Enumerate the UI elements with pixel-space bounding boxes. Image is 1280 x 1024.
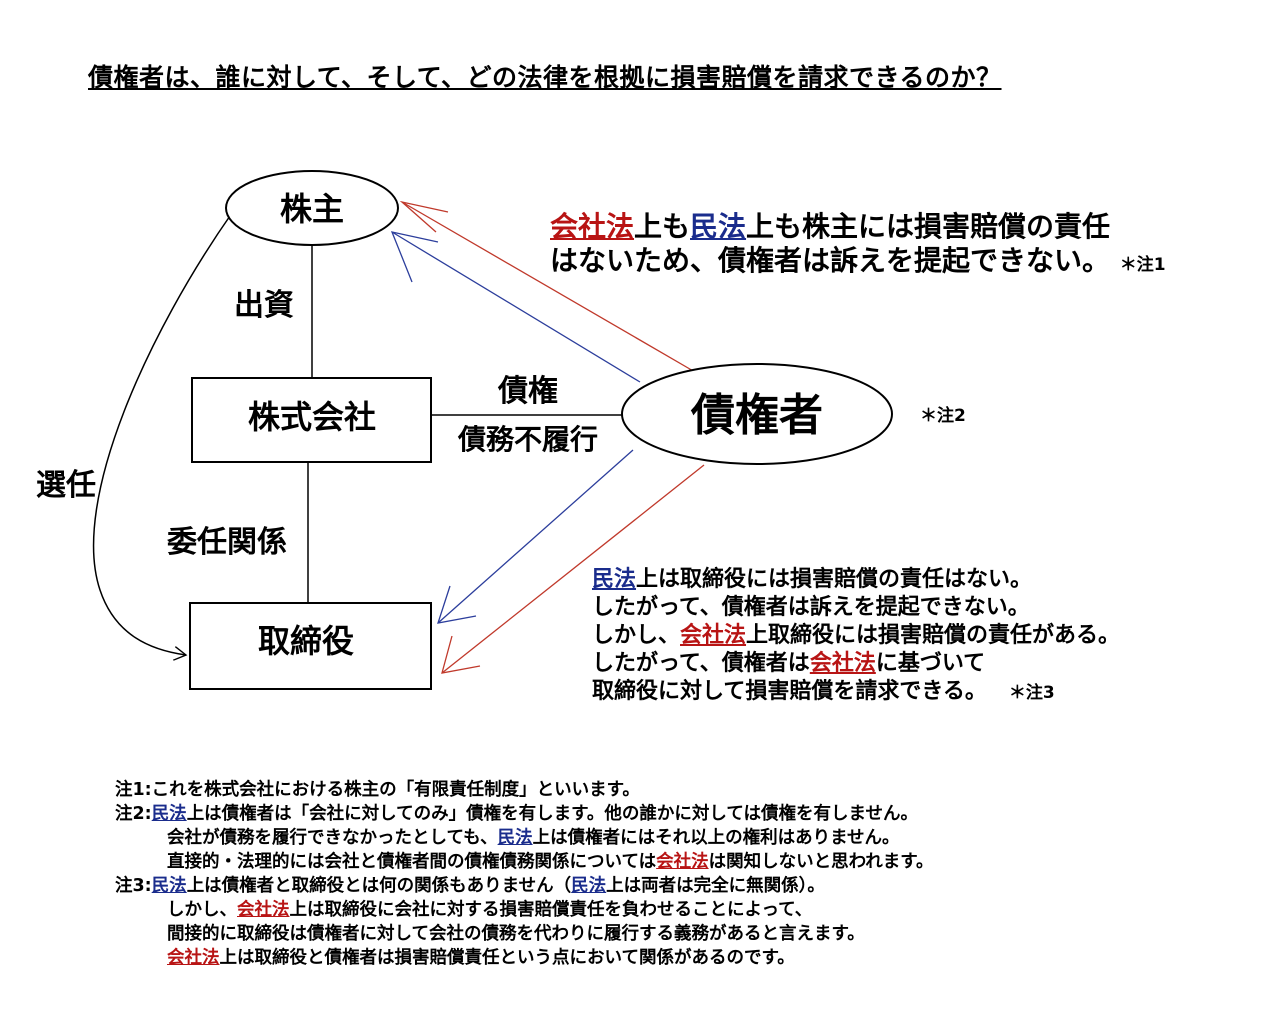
default-label: 債務不履行 bbox=[457, 423, 598, 456]
director-node bbox=[189, 602, 432, 690]
footnotes: 注1:これを株式会社における株主の「有限責任制度」といいます。 注2:民法上は債… bbox=[115, 780, 934, 968]
company-law-term: 会社法 bbox=[680, 623, 747, 648]
footnote-3: 注3:民法上は債権者と取締役とは何の関係もありません（民法上は両者は完全に無関係… bbox=[115, 876, 825, 896]
note2-marker: ＊注2 bbox=[920, 406, 966, 426]
footnote-1: 注1:これを株式会社における株主の「有限責任制度」といいます。 bbox=[115, 780, 640, 800]
blue-arrow-to-director bbox=[437, 449, 634, 624]
note3-marker: ＊注3 bbox=[1008, 683, 1055, 703]
company-law-term: 会社法 bbox=[809, 651, 876, 676]
investment-label: 出資 bbox=[234, 288, 294, 323]
company-node bbox=[191, 377, 432, 463]
shareholder-node bbox=[225, 170, 399, 246]
company-label: 株式会社 bbox=[248, 398, 376, 436]
shareholder-label: 株主 bbox=[280, 190, 344, 228]
creditor-node bbox=[621, 363, 893, 465]
civil-law-term: 民法 bbox=[592, 567, 637, 592]
director-liability-note: 民法上は取締役には損害賠償の責任はない。 したがって、債権者は訴えを提起できない… bbox=[592, 567, 1121, 704]
creditor-label: 債権者 bbox=[690, 390, 823, 441]
note1-marker: ＊注1 bbox=[1119, 255, 1166, 275]
blue-arrowhead-director bbox=[437, 585, 477, 624]
blue-arrowhead-shareholder bbox=[390, 231, 439, 283]
page-title: 債権者は、誰に対して、そして、どの法律を根拠に損害賠償を請求できるのか？ bbox=[88, 63, 1002, 92]
civil-law-term: 民法 bbox=[690, 210, 747, 243]
blue-arrow-to-shareholder bbox=[391, 231, 641, 383]
red-arrowhead-director bbox=[441, 635, 481, 674]
director-label: 取締役 bbox=[258, 622, 354, 660]
footnote-2: 注2:民法上は債権者は「会社に対してのみ」債権を有します。他の誰かに対しては債権… bbox=[115, 804, 919, 824]
shareholder-liability-note: 会社法上も民法上も株主には損害賠償の責任 はないため、債権者は訴えを提起できない… bbox=[550, 210, 1166, 277]
red-arrowhead-shareholder bbox=[399, 200, 449, 233]
mandate-label: 委任関係 bbox=[167, 525, 287, 560]
claim-label: 債権 bbox=[497, 374, 558, 409]
company-law-term: 会社法 bbox=[550, 210, 635, 243]
red-arrow-to-shareholder bbox=[401, 201, 696, 373]
appointment-arrow bbox=[92, 212, 233, 655]
red-arrow-to-director bbox=[441, 464, 705, 674]
appointment-label: 選任 bbox=[36, 468, 96, 503]
